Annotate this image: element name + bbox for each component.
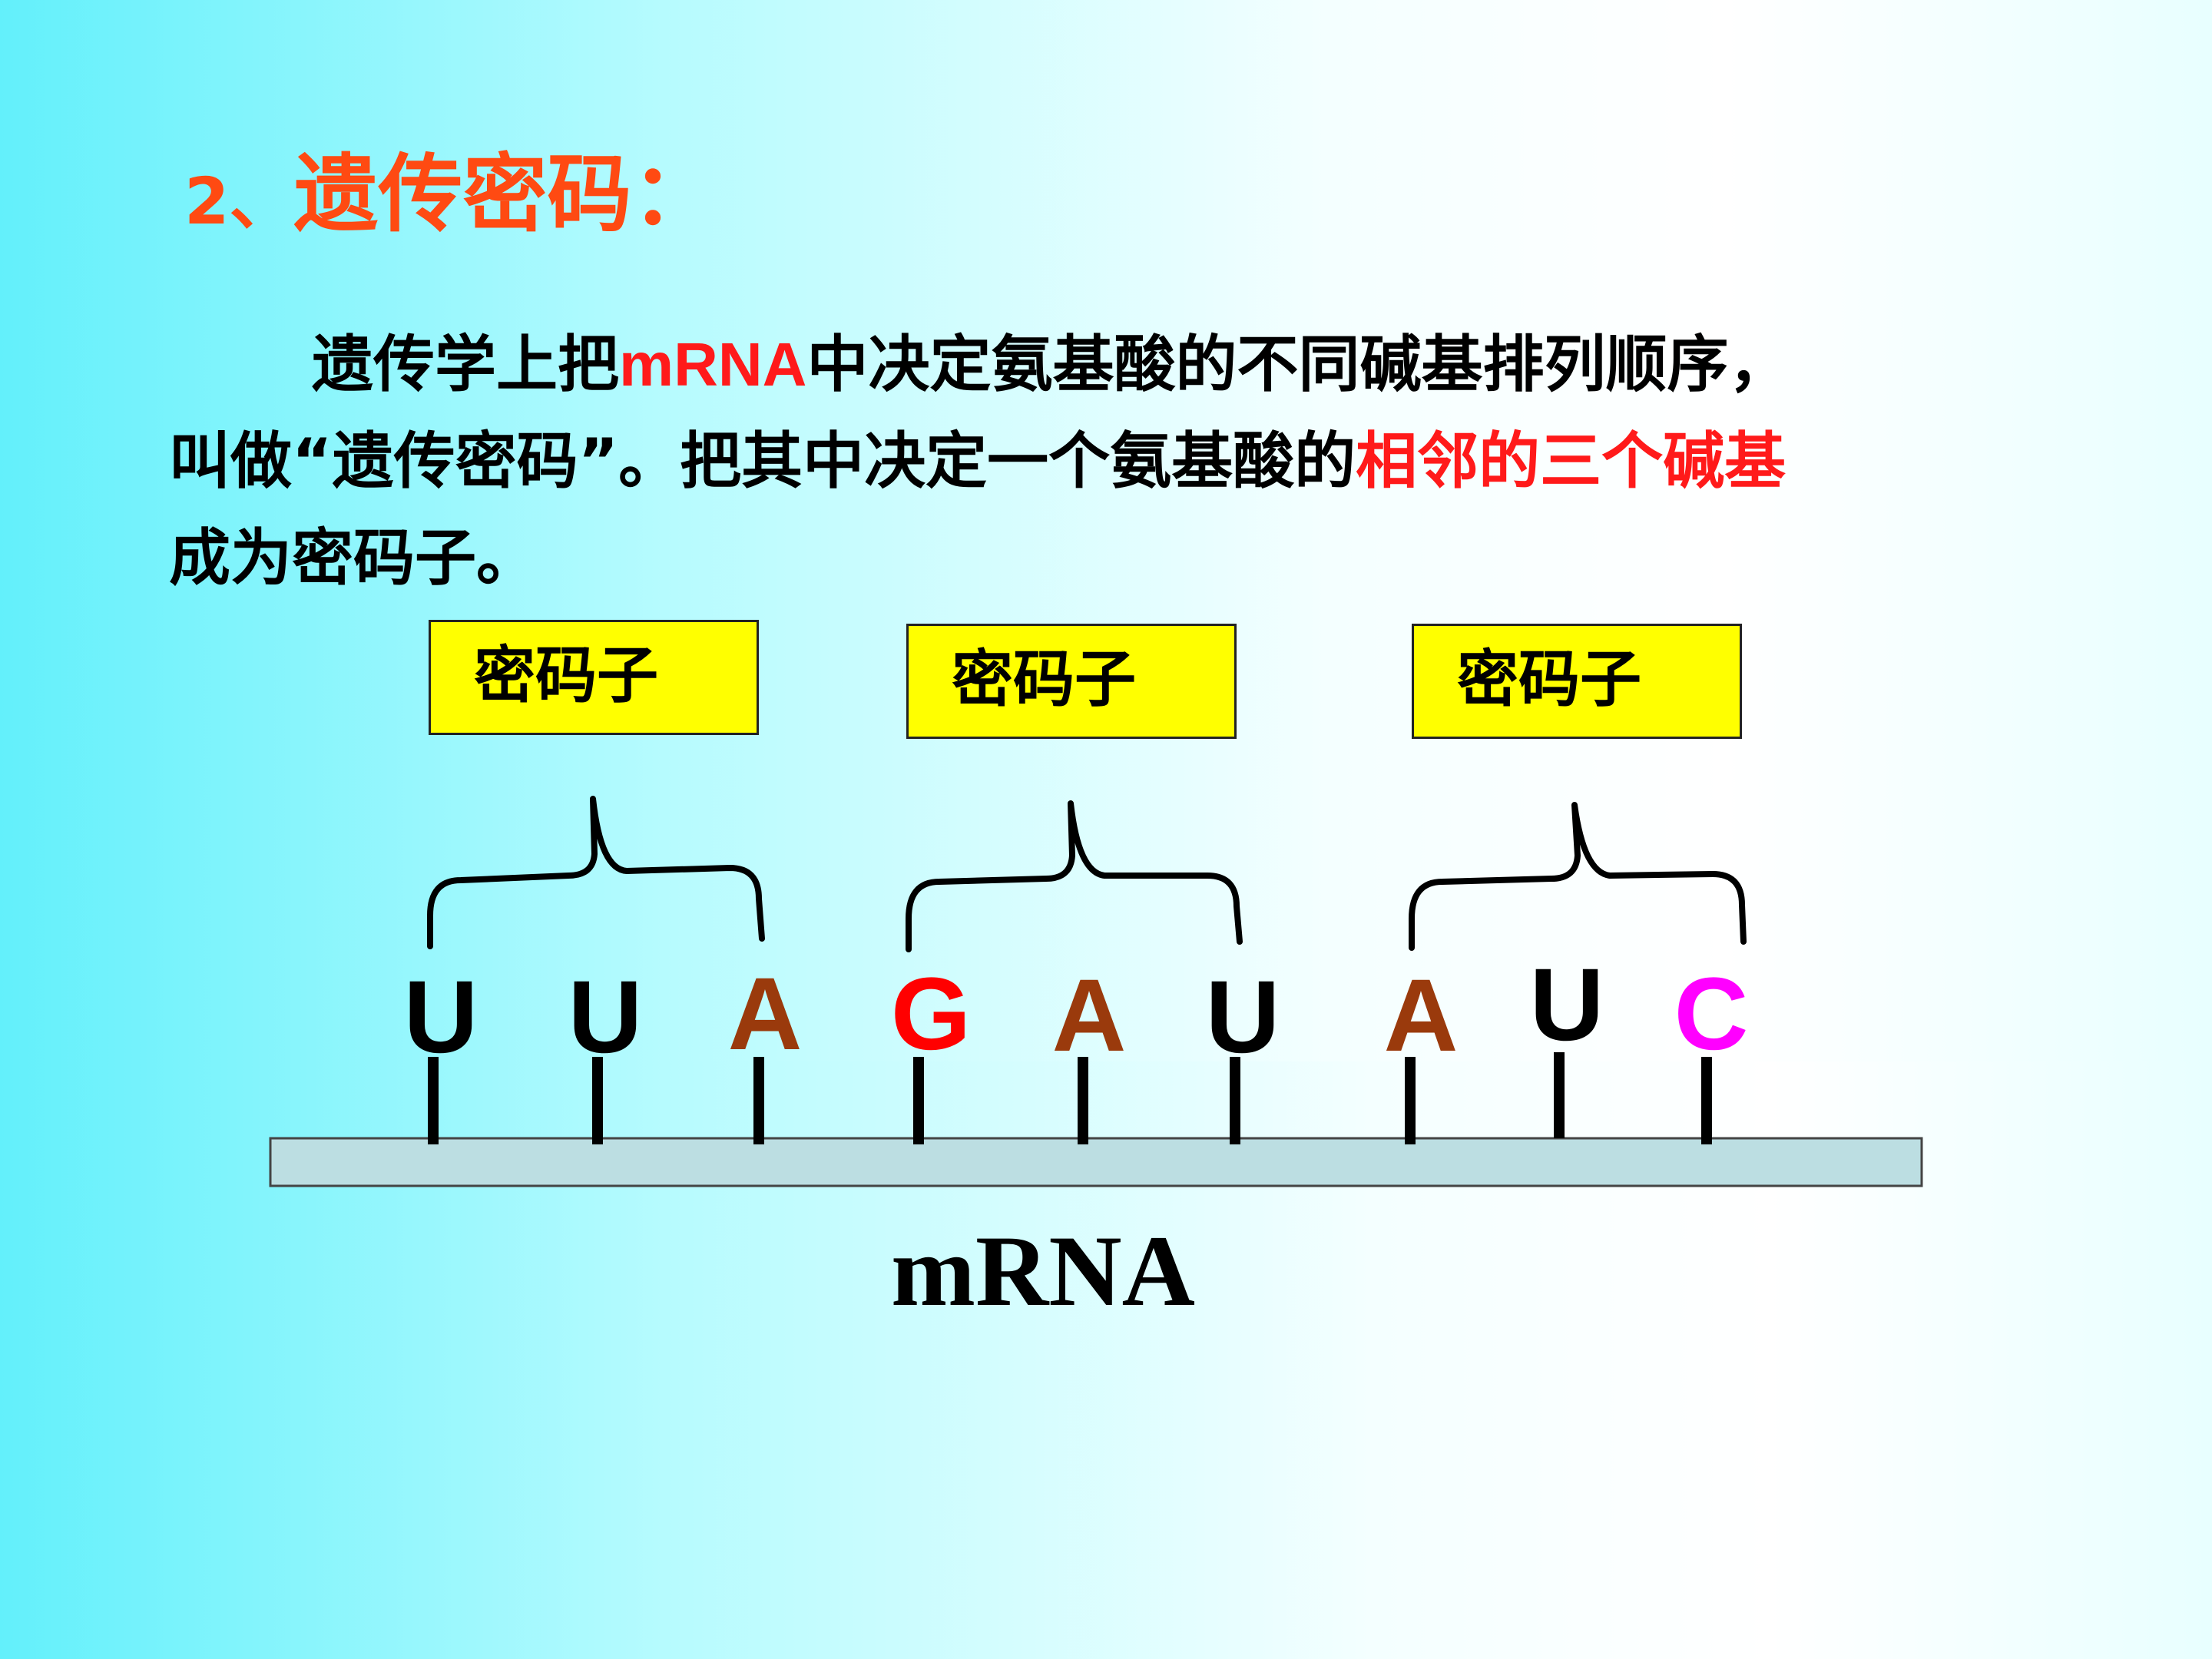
paragraph-part-1: 遗传学上把 <box>312 329 619 400</box>
base-6: U <box>1206 960 1280 1075</box>
title-number: 2、 <box>184 164 294 239</box>
codon-label-box-2: 密码子 <box>906 624 1237 739</box>
mrna-strand-label: mRNA <box>891 1214 1195 1327</box>
base-4: G <box>891 957 971 1071</box>
slide-title: 2、遗传密码： <box>184 137 716 259</box>
codon-brace-2 <box>906 800 1243 952</box>
base-1: U <box>404 960 478 1075</box>
paragraph-line-3: 成为密码子。 <box>169 510 2089 607</box>
codon-label-2: 密码子 <box>952 644 1136 715</box>
background-upper <box>0 0 2212 1061</box>
paragraph-highlight: 相邻的三个碱基 <box>1356 426 1786 497</box>
title-text: 遗传密码： <box>293 145 717 243</box>
codon-label-1: 密码子 <box>474 640 658 711</box>
paragraph-line-1: 遗传学上把mRNA中决定氨基酸的不同碱基排列顺序， <box>169 316 2089 413</box>
mrna-strand <box>269 1137 1923 1187</box>
base-9: C <box>1674 957 1749 1071</box>
paragraph-part-4: 成为密码子。 <box>169 522 538 594</box>
codon-brace-3 <box>1409 802 1747 951</box>
codon-label-box-3: 密码子 <box>1412 624 1742 739</box>
paragraph-part-2: 中决定氨基酸的不同碱基排列顺序， <box>806 329 1790 400</box>
codon-label-3: 密码子 <box>1457 644 1641 715</box>
codon-brace-1 <box>427 796 765 949</box>
paragraph-line-2: 叫做“遗传密码”。把其中决定一个氨基酸的相邻的三个碱基 <box>169 413 2089 510</box>
base-7: A <box>1384 959 1459 1073</box>
base-connectors <box>428 1052 1712 1144</box>
base-8: U <box>1530 948 1604 1062</box>
base-3: A <box>728 957 803 1071</box>
base-5: A <box>1052 959 1127 1073</box>
paragraph-mrna-term: mRNA <box>619 330 807 399</box>
codon-label-box-1: 密码子 <box>429 620 759 735</box>
base-2: U <box>568 960 643 1075</box>
base-letters: U U A G A U A U C <box>404 948 1749 1075</box>
definition-paragraph: 遗传学上把mRNA中决定氨基酸的不同碱基排列顺序， 叫做“遗传密码”。把其中决定… <box>169 316 2089 607</box>
paragraph-part-3: 叫做“遗传密码”。把其中决定一个氨基酸的 <box>169 426 1356 497</box>
